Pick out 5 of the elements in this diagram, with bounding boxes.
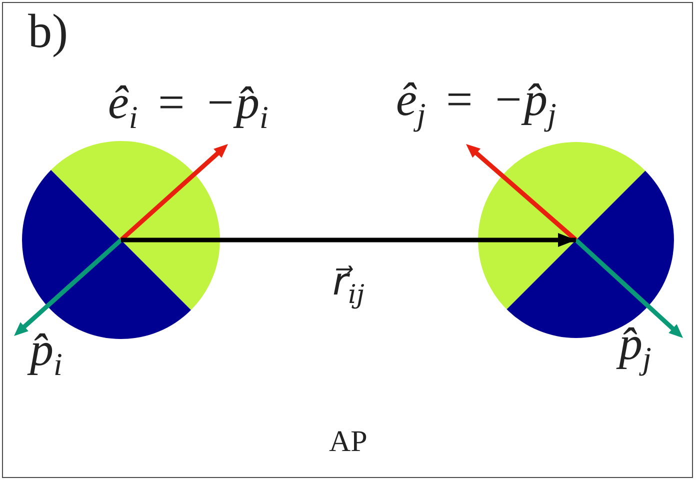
panel-label: b) bbox=[28, 4, 69, 60]
label-text: AP bbox=[329, 424, 368, 460]
vector-label: ê$_{j}$ = −p̂$_{j}$ bbox=[396, 72, 558, 134]
arrow bbox=[121, 233, 576, 247]
vector-label: ê$_{i}$ = −p̂$_{i}$ bbox=[108, 76, 270, 137]
